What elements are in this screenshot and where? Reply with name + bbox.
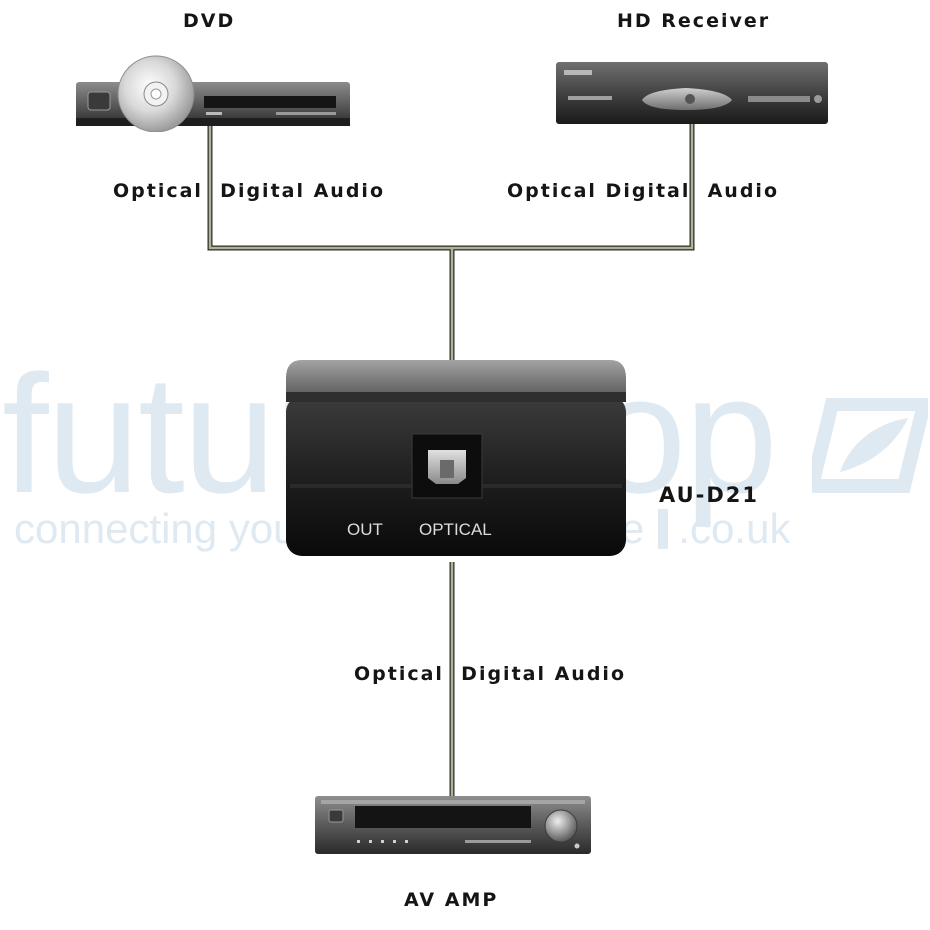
dvd-player xyxy=(76,55,350,132)
watermark-leaf-icon xyxy=(812,398,928,493)
av-amp-label: AV AMP xyxy=(404,889,499,911)
hd-receiver-label: HD Receiver xyxy=(617,10,771,32)
cable-receiver xyxy=(452,124,694,250)
dvd-label: DVD xyxy=(183,10,236,32)
cable-dvd xyxy=(208,124,452,250)
port-optical-label: OPTICAL xyxy=(419,520,492,539)
av-amp xyxy=(315,796,591,854)
dvd-cable-label: Optical Digital Audio xyxy=(113,180,385,202)
amp-cable-label: Optical Digital Audio xyxy=(354,663,626,685)
au-d21-converter xyxy=(286,360,626,556)
converter-label: AU-D21 xyxy=(659,483,760,507)
port-out-label: OUT xyxy=(347,520,383,539)
hd-receiver xyxy=(556,62,828,124)
receiver-cable-label: Optical Digital Audio xyxy=(507,180,779,202)
